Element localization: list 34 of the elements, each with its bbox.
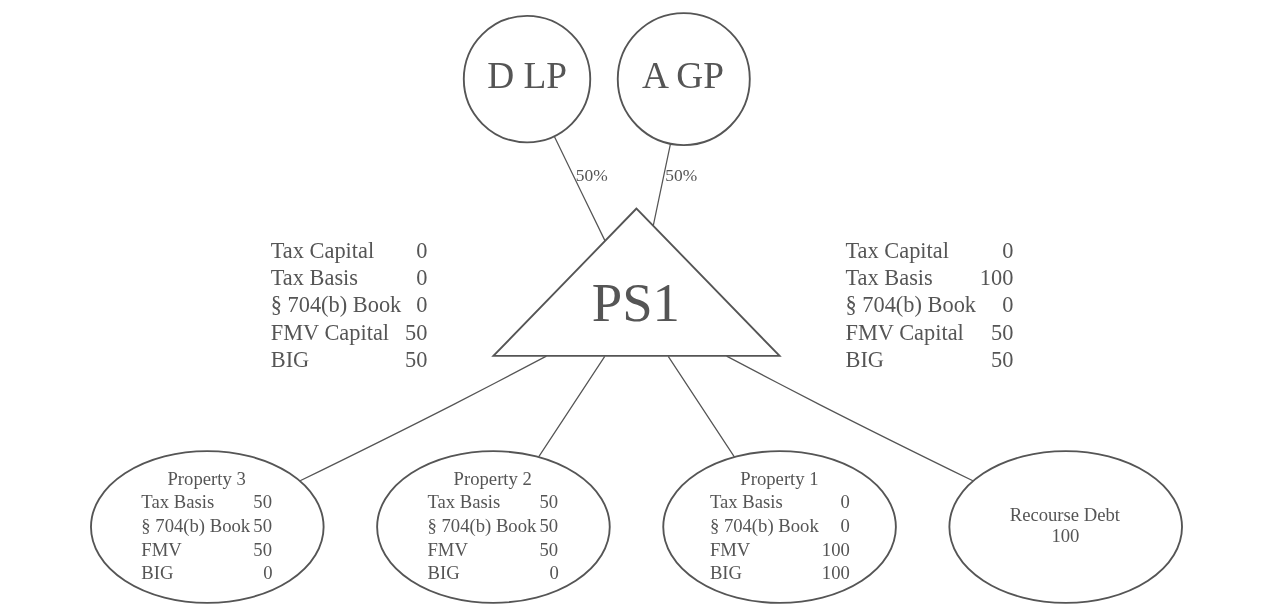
node-label: Tax Capital — [845, 237, 949, 263]
node-ellipse: Property 1 Tax Basis 0 § 704(b) Book 0 FMV 100 BIG 100 — [662, 450, 897, 604]
node-label: § 704(b) Book — [845, 292, 977, 318]
node-label: 0 — [1002, 292, 1014, 318]
node-label: Tax Basis — [845, 264, 933, 290]
node-label: 0 — [1002, 237, 1014, 263]
node-label: BIG — [270, 347, 310, 373]
node-circle: D LP — [462, 14, 592, 144]
node-label: 0 — [416, 237, 428, 263]
node-label: Tax Basis — [270, 264, 359, 290]
node-label: 100 — [979, 264, 1014, 290]
node-label: 50 — [405, 319, 428, 345]
node-circle: A GP — [616, 12, 751, 147]
edge-label: 50% — [575, 165, 608, 186]
node-ellipse: Property 2 Tax Basis 50 § 704(b) Book50 FMV 50 BIG 0 — [376, 450, 611, 604]
connector — [726, 355, 974, 482]
connector — [667, 355, 735, 458]
node-ellipse: Recourse Debt 100 — [948, 450, 1183, 604]
node-label: FMV Capital — [270, 319, 390, 345]
node-label: 50 — [991, 347, 1014, 373]
connector — [538, 355, 606, 458]
connector — [299, 355, 547, 482]
node-label: § 704(b) Book — [270, 292, 402, 318]
node-label: 50 — [405, 347, 428, 373]
node-label: 50 — [991, 319, 1014, 345]
node-label: FMV Capital — [845, 319, 964, 345]
node-label: Tax Capital — [270, 237, 375, 263]
node-label: 0 — [416, 292, 428, 318]
edge-label: 50% — [665, 165, 698, 186]
node-label: BIG — [845, 347, 885, 373]
connector — [652, 143, 671, 226]
node-ellipse: Property 3 Tax Basis 50 § 704(b) Book 50 FMV 50 BIG 0 — [90, 450, 325, 604]
node-label: 0 — [416, 264, 428, 290]
connector — [553, 135, 606, 242]
